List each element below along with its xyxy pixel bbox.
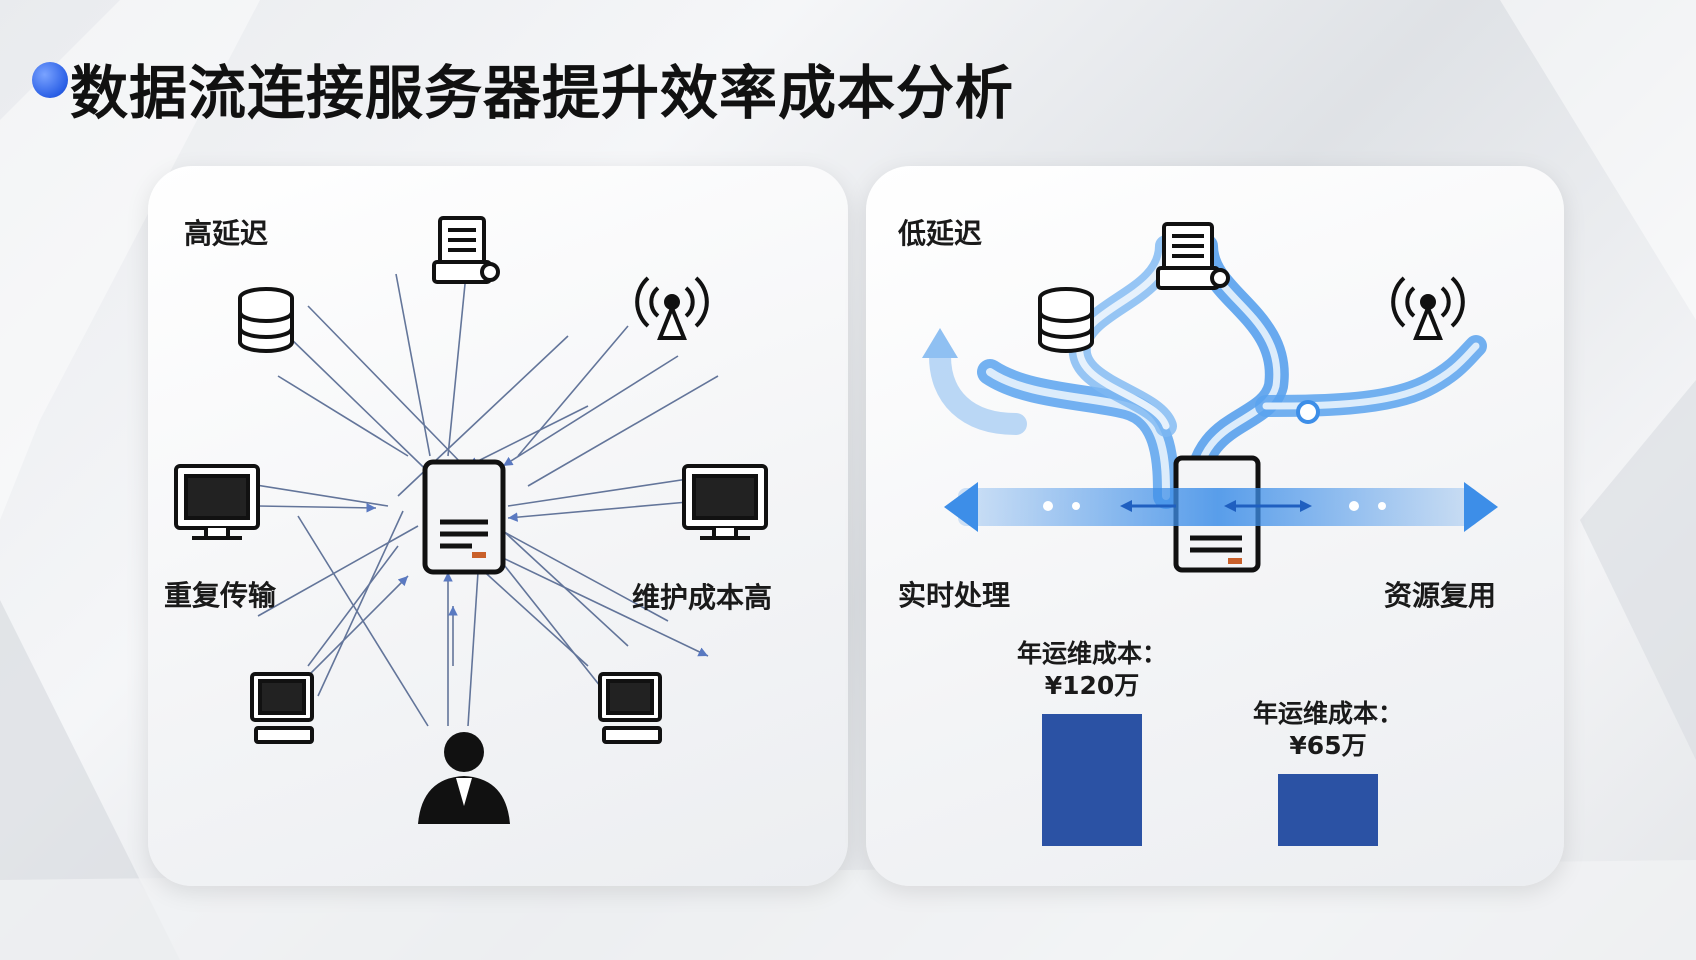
mesh-network-diagram — [174, 216, 768, 824]
page-title: 数据流连接服务器提升效率成本分析 — [70, 59, 1015, 127]
document-server-icon — [432, 216, 500, 284]
label-repeated-transfer: 重复传输 — [164, 579, 277, 612]
antenna-icon — [635, 276, 709, 340]
high-latency-panel: 高延迟 重复传输 维护成本高 — [148, 166, 848, 886]
cost-label-value: ¥120万 — [1044, 671, 1140, 700]
computer-icon-right — [598, 672, 662, 744]
label-high-maintenance: 维护成本高 — [632, 581, 773, 614]
connection-lines — [249, 273, 719, 727]
cost-bar — [1042, 714, 1142, 846]
cost-bar — [1278, 774, 1378, 846]
database-icon — [1038, 287, 1094, 353]
monitor-icon-right — [682, 464, 768, 540]
user-icon — [418, 732, 510, 824]
cost-label-value: ¥65万 — [1289, 731, 1367, 760]
antenna-icon — [1391, 276, 1465, 340]
title-bullet — [32, 62, 68, 98]
monitor-icon-left — [174, 464, 260, 540]
label-realtime-processing: 实时处理 — [898, 579, 1011, 612]
streamlined-flow-diagram — [922, 222, 1498, 573]
flow-channels — [922, 234, 1487, 509]
low-latency-panel: 低延迟 实时处理 资源复用 年运维成本：¥120万年运维成本：¥65万 — [866, 166, 1564, 886]
label-high-latency: 高延迟 — [184, 217, 269, 250]
bidirectional-pipeline — [944, 482, 1498, 532]
cost-label: 年运维成本： ¥65万 — [1218, 698, 1438, 762]
label-resource-reuse: 资源复用 — [1384, 579, 1497, 612]
central-server — [422, 459, 506, 575]
cost-label-title: 年运维成本： — [1016, 639, 1167, 668]
label-low-latency: 低延迟 — [898, 217, 983, 250]
cost-label: 年运维成本： ¥120万 — [982, 638, 1202, 702]
cost-label-title: 年运维成本： — [1252, 699, 1403, 728]
document-server-icon — [1156, 222, 1230, 290]
computer-icon-left — [250, 672, 314, 744]
database-icon — [238, 287, 294, 353]
